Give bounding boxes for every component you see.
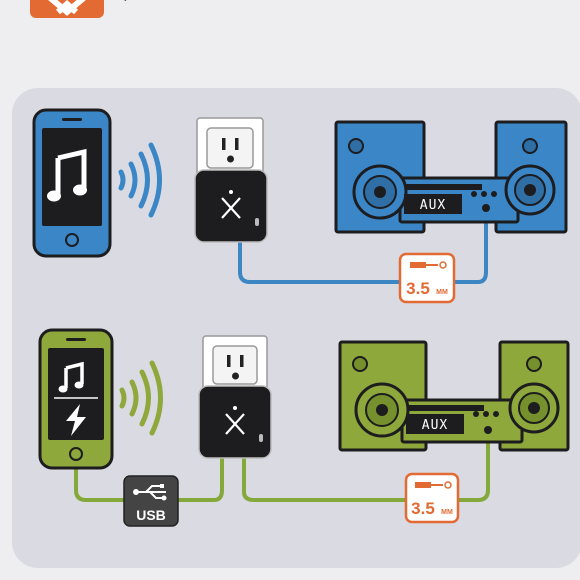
bottom-aux-jack [484,426,492,434]
top-wall-outlet [196,117,264,181]
bluetooth-waves-icon [119,360,163,436]
bottom-scene: USB AUX 3 [38,328,570,527]
bottom-aux-display [406,414,464,434]
top-jack-badge: 3.5 MM [398,252,456,304]
top-audio-cable [238,206,488,284]
top-jack-unit: MM [436,289,448,296]
top-phone [32,108,112,258]
usb-badge: USB [123,475,179,527]
bottom-phone [38,328,114,470]
music-note-icon [58,361,84,393]
usb-label: USB [136,507,166,523]
bottom-jack-unit: MM [441,509,453,516]
brand-logo [30,0,127,18]
bottom-stereo: AUX [338,340,570,452]
bottom-aux-label: AUX [422,418,448,433]
top-aux-label: AUX [420,198,446,213]
bottom-jack-badge: 3.5 MM [404,472,460,524]
top-aux-jack [482,204,490,212]
top-scene: AUX 3.5 MM [32,108,568,304]
top-jack-label: 3.5 [406,279,430,298]
bottom-jack-label: 3.5 [411,499,435,518]
music-note-icon [47,148,87,202]
bluetooth-waves-icon [118,142,162,218]
bottom-bluetooth-receiver [198,385,272,459]
top-stereo: AUX [334,120,568,234]
lightning-bolt-icon [66,404,86,436]
top-bluetooth-receiver [194,169,268,243]
top-aux-display [404,194,462,214]
bottom-audio-cable [242,442,490,502]
usb-icon [136,485,166,499]
